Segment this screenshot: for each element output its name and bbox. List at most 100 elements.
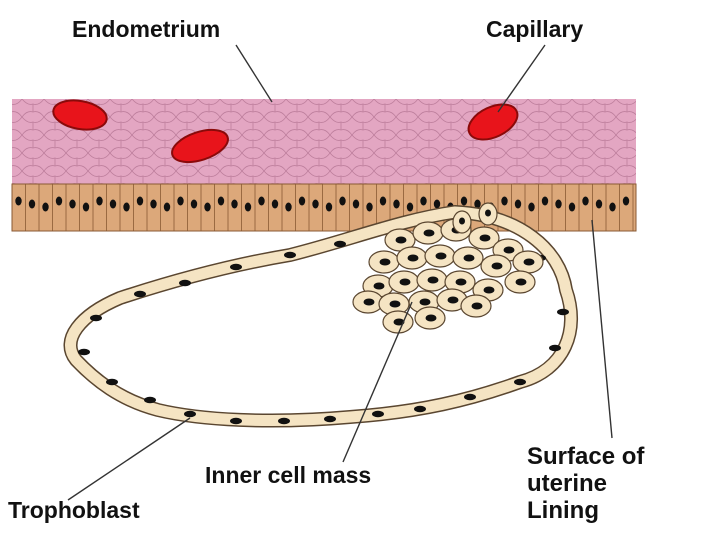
inner-cell-nucleus (503, 246, 515, 254)
inner-cell-nucleus (363, 298, 375, 306)
inner-cell-nucleus (491, 262, 503, 270)
epithelial-nucleus (555, 199, 562, 209)
uterine-epithelium (11, 183, 637, 232)
epithelial-nucleus (150, 199, 157, 209)
inner-cell-nucleus (455, 278, 467, 286)
trophoblast-nucleus (284, 251, 296, 259)
epithelial-nucleus (15, 196, 22, 206)
epithelial-nucleus (244, 202, 252, 212)
epithelial-nucleus (514, 199, 522, 209)
epithelial-nucleus (433, 199, 441, 209)
epithelial-nucleus (595, 199, 603, 209)
invading-cell-nucleus (485, 209, 491, 217)
epithelial-nucleus (366, 202, 373, 212)
epithelial-nucleus (136, 196, 144, 206)
epithelial-nucleus (501, 196, 508, 206)
inner-cell-nucleus (427, 276, 439, 284)
inner-cell-nucleus (407, 254, 419, 262)
epithelial-nucleus (123, 202, 130, 212)
trophoblast-nucleus (78, 348, 90, 356)
epithelial-nucleus (96, 196, 103, 206)
trophoblast-nucleus (230, 263, 242, 271)
trophoblast-nucleus (230, 417, 242, 425)
trophoblast-nucleus (372, 410, 384, 418)
epithelial-nucleus (82, 202, 90, 212)
trophoblast-nucleus (514, 378, 526, 386)
inner-cell-nucleus (523, 258, 535, 266)
epithelial-nucleus (285, 202, 292, 212)
inner-cell-mass (352, 202, 544, 334)
epithelial-nucleus (406, 202, 414, 212)
trophoblast-nucleus (334, 240, 346, 248)
epithelial-nucleus (69, 199, 76, 209)
trophoblast-nucleus (557, 308, 569, 316)
epithelial-nucleus (393, 199, 400, 209)
inner-cell-mass-label: Inner cell mass (205, 462, 372, 488)
trophoblast-ring (63, 205, 579, 428)
inner-cell-nucleus (435, 252, 447, 260)
inner-cell-nucleus (463, 254, 475, 262)
epithelial-nucleus (258, 196, 265, 206)
epithelial-nucleus (339, 196, 346, 206)
trophoblast-nucleus (144, 396, 156, 404)
capillary-label: Capillary (486, 16, 584, 42)
trophoblast-nucleus (106, 378, 118, 386)
epithelial-nucleus (204, 202, 211, 212)
trophoblast-nucleus (278, 417, 290, 425)
epithelial-nucleus (312, 199, 319, 209)
epithelial-nucleus (163, 202, 171, 212)
inner-cell-nucleus (395, 236, 407, 244)
epithelial-nucleus (271, 199, 279, 209)
trophoblast-nucleus (324, 415, 336, 423)
epithelial-nucleus (190, 199, 198, 209)
trophoblast-nucleus (464, 393, 476, 401)
epithelial-nucleus (231, 199, 238, 209)
epithelial-nucleus (609, 202, 616, 212)
surface-label-line1: Surface of (527, 443, 645, 470)
epithelial-nucleus (541, 196, 549, 206)
epithelial-nucleus (622, 196, 630, 206)
inner-cell-nucleus (479, 234, 491, 242)
epithelial-nucleus (28, 199, 36, 209)
epithelial-nucleus (55, 196, 63, 206)
inner-cell-nucleus (419, 298, 431, 306)
trophoblast-label: Trophoblast (8, 497, 140, 523)
trophoblast-nucleus (134, 290, 146, 298)
epithelial-nucleus (42, 202, 49, 212)
trophoblast-nucleus (90, 314, 102, 322)
inner-cell-nucleus (483, 286, 495, 294)
epithelial-nucleus (528, 202, 535, 212)
surface-of-uterine-lining-label: Surface of uterine Lining (527, 443, 644, 524)
epithelial-nucleus (352, 199, 360, 209)
inner-cell-nucleus (423, 229, 435, 237)
epithelial-nucleus (298, 196, 306, 206)
epithelial-nucleus (177, 196, 184, 206)
epithelial-nucleus (474, 199, 481, 209)
trophoblast-nucleus (549, 344, 561, 352)
trophoblast-nucleus (179, 279, 191, 287)
pointer-lines (67, 44, 613, 501)
epithelial-nucleus (325, 202, 333, 212)
capillary-cells (52, 99, 519, 164)
inner-cell-nucleus (389, 300, 401, 308)
endometrium-label: Endometrium (72, 16, 221, 42)
endometrium-layer (12, 99, 636, 189)
inner-cell-nucleus (471, 302, 483, 310)
epithelial-nucleus (217, 196, 225, 206)
inner-cell-nucleus (373, 282, 385, 290)
epithelial-nucleus (379, 196, 387, 206)
trophoblast-nucleus (414, 405, 426, 413)
epithelial-nucleus (460, 196, 468, 206)
surface-label-line2: uterine (527, 470, 608, 497)
inner-cell-nucleus (447, 296, 459, 304)
inner-cell-nucleus (379, 258, 391, 266)
epithelial-nucleus (568, 202, 576, 212)
trophoblast-nucleus (184, 410, 196, 418)
inner-cell-nucleus (393, 318, 405, 326)
epithelial-nucleus (420, 196, 427, 206)
epithelial-nucleus (109, 199, 117, 209)
epithelial-nucleus (582, 196, 589, 206)
inner-cell-nucleus (425, 314, 437, 322)
